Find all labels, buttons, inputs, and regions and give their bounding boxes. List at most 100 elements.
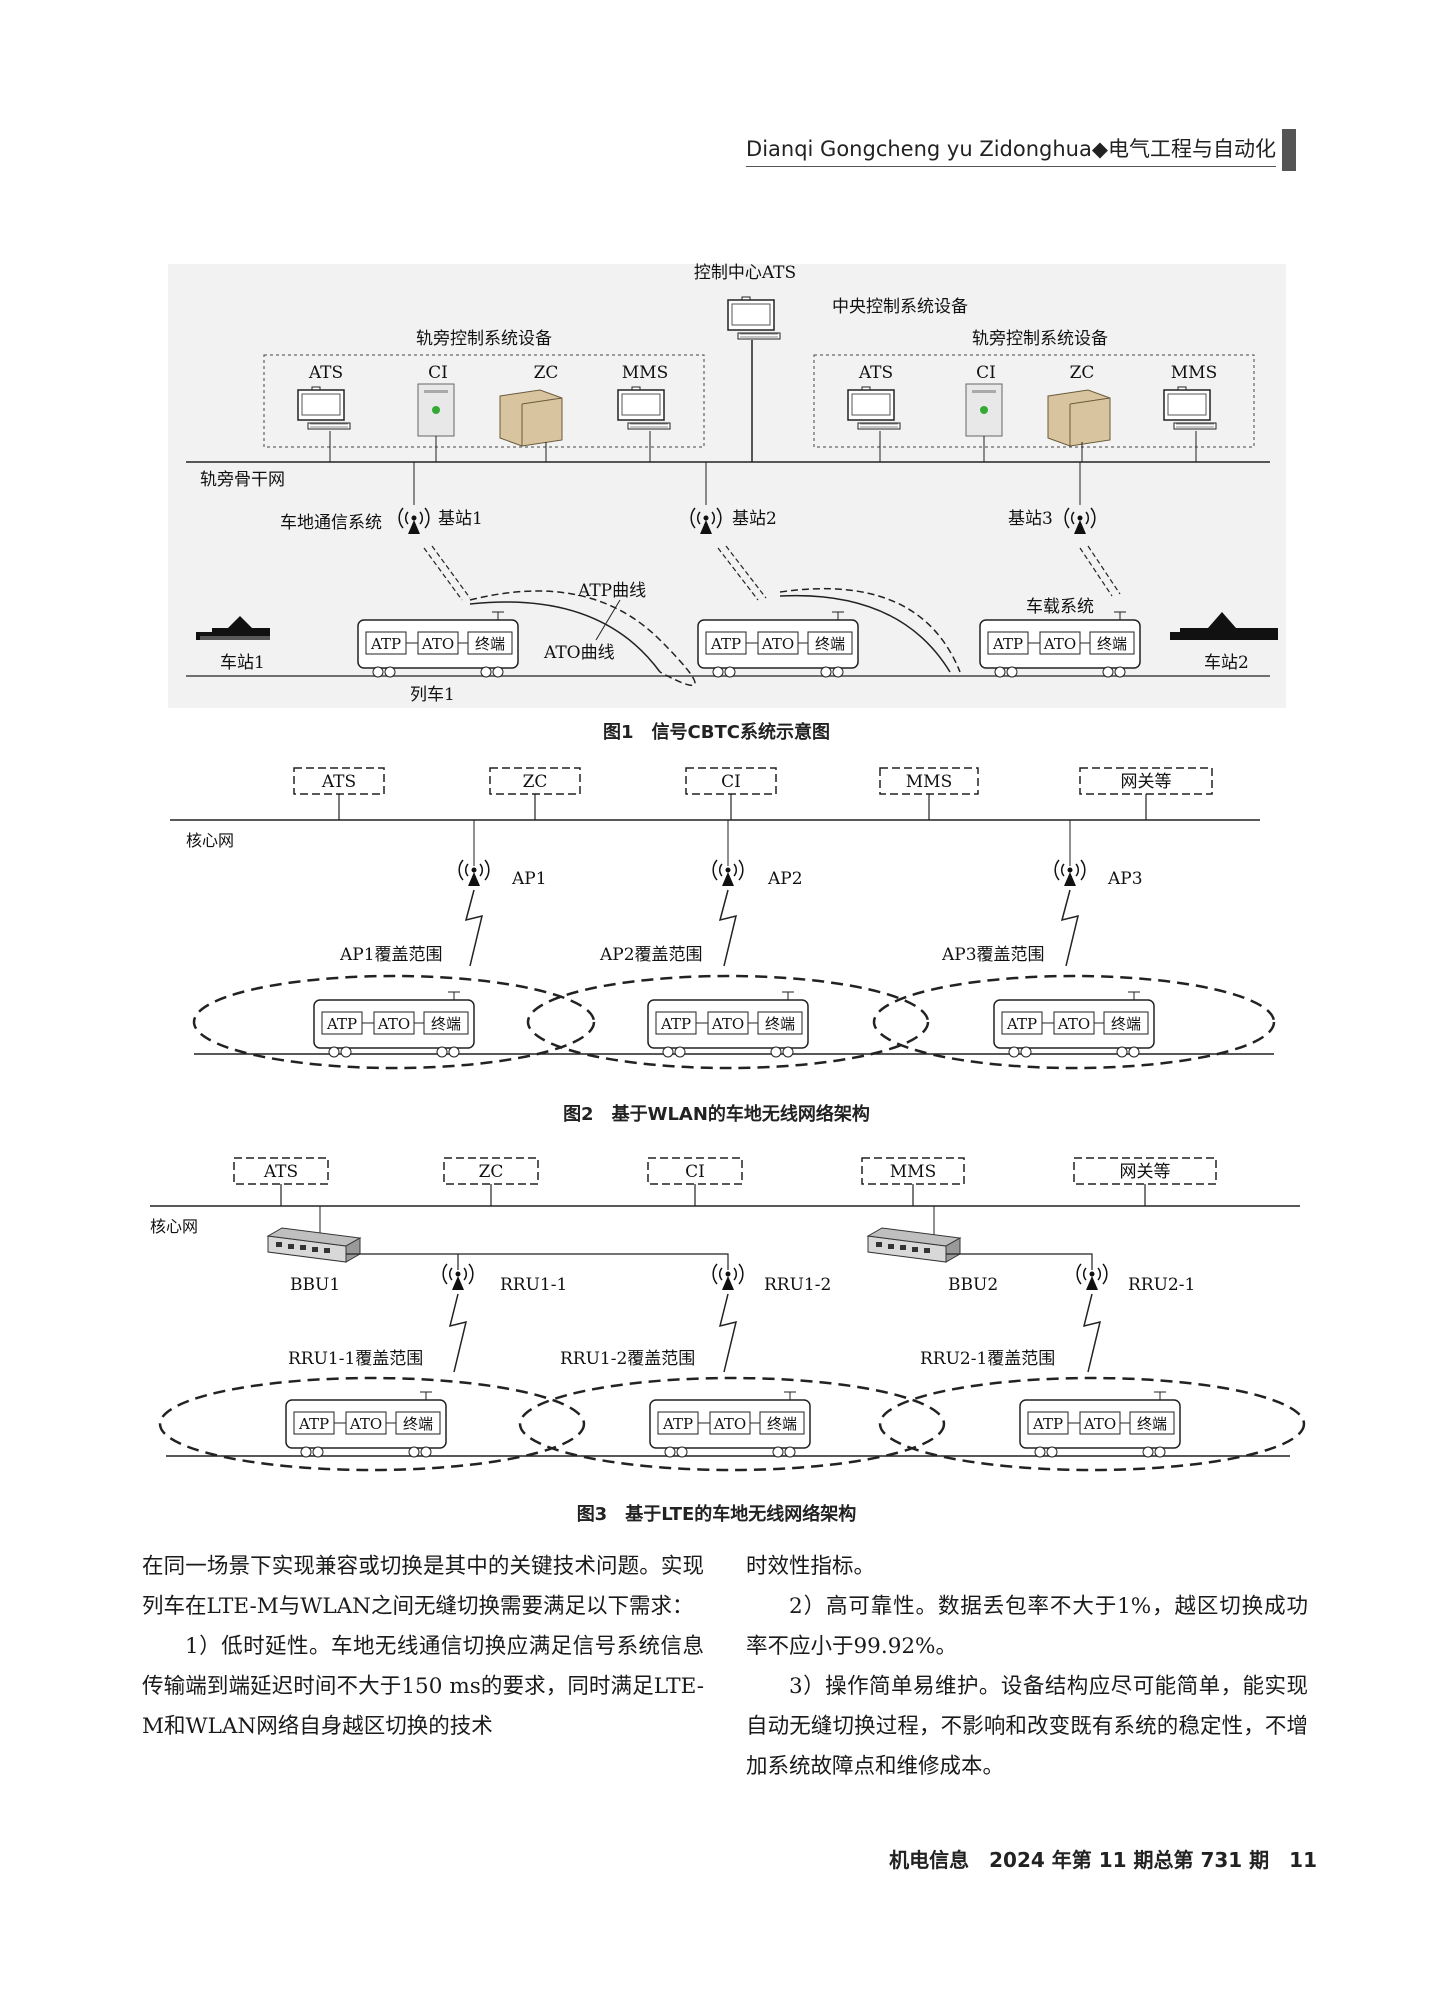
svg-text:ATO: ATO xyxy=(713,1415,746,1433)
fig1-ato-curve-label: ATO曲线 xyxy=(543,643,615,663)
train: ATP ATO 终端 xyxy=(979,611,1141,678)
fig1-train-1: 列车1 xyxy=(410,685,455,705)
fig3-rru2-1: RRU2-1 xyxy=(1128,1275,1195,1295)
fig1-central-equipment: 中央控制系统设备 xyxy=(832,297,968,317)
fig1-control-center: 控制中心ATS xyxy=(694,263,796,283)
svg-text:终端: 终端 xyxy=(403,1415,433,1433)
zc-server-icon xyxy=(1047,389,1111,447)
fig3-bbu2: BBU2 xyxy=(948,1275,998,1295)
fig3-coverage-ellipses xyxy=(158,1376,1306,1472)
body-paragraph: 2）高可靠性。数据丢包率不大于1%，越区切换成功率不应小于99.92%。 xyxy=(746,1594,1308,1659)
train: ATP ATO 终端 xyxy=(647,991,809,1058)
ato-curve xyxy=(469,601,661,673)
fig1-label-zc-r: ZC xyxy=(1070,363,1095,383)
svg-text:ATO: ATO xyxy=(377,1015,410,1033)
body-paragraph: 1）低时延性。车地无线通信切换应满足信号系统信息传输端到端延迟时间不大于150 … xyxy=(142,1634,704,1739)
ci-server-icon xyxy=(417,383,455,437)
svg-text:ATP: ATP xyxy=(370,635,401,653)
svg-text:ATO: ATO xyxy=(1043,635,1076,653)
fig3-lightning-links xyxy=(448,1293,1102,1373)
svg-text:ATO: ATO xyxy=(349,1415,382,1433)
body-right-column: 时效性指标。 2）高可靠性。数据丢包率不大于1%，越区切换成功率不应小于99.9… xyxy=(746,1547,1308,1787)
svg-text:ATP: ATP xyxy=(1006,1015,1037,1033)
fig2-box-zc: ZC xyxy=(523,772,548,792)
body-paragraph: 3）操作简单易维护。设备结构应尽可能简单，能实现自动无缝切换过程，不影响和改变既… xyxy=(746,1674,1308,1779)
fig2-coverage-3: AP3覆盖范围 xyxy=(941,945,1045,965)
svg-text:ATP: ATP xyxy=(992,635,1023,653)
svg-text:ATO: ATO xyxy=(421,635,454,653)
train: ATP ATO 终端 xyxy=(313,991,475,1058)
atp-curve xyxy=(469,590,696,687)
svg-text:终端: 终端 xyxy=(1111,1015,1141,1033)
fig1-station-2: 基站2 xyxy=(732,509,777,529)
zc-server-icon xyxy=(499,389,563,447)
fig1-radio-links xyxy=(423,545,1121,601)
train: ATP ATO 终端 xyxy=(357,611,519,678)
fig3-bbu1: BBU1 xyxy=(290,1275,340,1295)
fig1-wayside-box-right xyxy=(813,354,1255,448)
fig1-depot-2: 车站2 xyxy=(1204,653,1249,673)
fig3-box-zc: ZC xyxy=(479,1162,504,1182)
fig2-dashed-boxes xyxy=(293,767,1213,795)
header-bar xyxy=(1282,129,1296,171)
page-footer: 机电信息 2024 年第 11 期总第 731 期 11 xyxy=(889,1848,1317,1872)
fig3-rru1-2: RRU1-2 xyxy=(764,1275,831,1295)
fig1-label-ci-r: CI xyxy=(976,363,996,383)
fig1-label-zc: ZC xyxy=(534,363,559,383)
station-building-icon xyxy=(196,616,270,640)
body-left-column: 在同一场景下实现兼容或切换是其中的关键技术问题。实现列车在LTE-M与WLAN之… xyxy=(142,1547,704,1747)
fig1-label-mms-r: MMS xyxy=(1171,363,1217,383)
fig1-wayside-left: 轨旁控制系统设备 xyxy=(416,329,552,349)
fig2-coverage-2: AP2覆盖范围 xyxy=(599,945,703,965)
svg-text:终端: 终端 xyxy=(767,1415,797,1433)
fig2-box-ats: ATS xyxy=(321,772,356,792)
svg-text:ATO: ATO xyxy=(761,635,794,653)
svg-text:ATP: ATP xyxy=(298,1415,329,1433)
fig1-station-3: 基站3 xyxy=(1008,509,1053,529)
fig3-coverage-2: RRU1-2覆盖范围 xyxy=(560,1349,695,1369)
fig3-box-mms: MMS xyxy=(890,1162,936,1182)
fig1-backbone-label: 轨旁骨干网 xyxy=(200,470,285,490)
fig2-box-ci: CI xyxy=(721,772,741,792)
fig3-coverage-3: RRU2-1覆盖范围 xyxy=(920,1349,1055,1369)
fig3-box-ats: ATS xyxy=(263,1162,298,1182)
fig1-wayside-box-left xyxy=(263,354,705,448)
svg-text:终端: 终端 xyxy=(431,1015,461,1033)
fig1-depot-1: 车站1 xyxy=(220,653,265,673)
fig3-caption-title: 基于LTE的车地无线网络架构 xyxy=(625,1504,857,1525)
svg-text:ATP: ATP xyxy=(660,1015,691,1033)
fig1-atp-curve-label: ATP曲线 xyxy=(577,581,646,601)
fig1-station-1: 基站1 xyxy=(438,509,483,529)
train: ATP ATO 终端 xyxy=(993,991,1155,1058)
svg-text:终端: 终端 xyxy=(765,1015,795,1033)
bbu-switch-icon xyxy=(267,1227,361,1263)
svg-text:终端: 终端 xyxy=(815,635,845,653)
fig2-coverage-1: AP1覆盖范围 xyxy=(339,945,443,965)
ci-server-icon xyxy=(965,383,1003,437)
svg-text:终端: 终端 xyxy=(1137,1415,1167,1433)
fig3-rru1-1: RRU1-1 xyxy=(500,1275,567,1295)
train: ATP ATO 终端 xyxy=(649,1391,811,1458)
svg-text:ATO: ATO xyxy=(1057,1015,1090,1033)
fig2-box-gateway: 网关等 xyxy=(1121,772,1172,792)
fig2-caption-num: 图2 xyxy=(563,1104,594,1125)
figures: 控制中心ATS 中央控制系统设备 轨旁控制系统设备 轨旁控制系统设备 ATS C… xyxy=(150,263,1306,1472)
station-building-icon xyxy=(1170,612,1278,640)
svg-text:终端: 终端 xyxy=(475,635,505,653)
header-text: Dianqi Gongcheng yu Zidonghua◆电气工程与自动化 xyxy=(746,133,1276,167)
fig2-ap2: AP2 xyxy=(767,869,803,889)
fig3-box-gateway: 网关等 xyxy=(1120,1162,1171,1182)
fig1-comm-system: 车地通信系统 xyxy=(280,513,382,533)
fig2-core-label: 核心网 xyxy=(186,831,234,850)
svg-text:ATO: ATO xyxy=(711,1015,744,1033)
fig3-dashed-boxes xyxy=(233,1157,1217,1185)
fig3-box-ci: CI xyxy=(685,1162,705,1182)
body-paragraph: 时效性指标。 xyxy=(746,1554,876,1579)
fig1-caption-title: 信号CBTC系统示意图 xyxy=(651,722,830,743)
fig2-coverage-ellipses xyxy=(192,974,1276,1070)
fig1-label-ats: ATS xyxy=(308,363,343,383)
train: ATP ATO 终端 xyxy=(1019,1391,1181,1458)
fig2-box-mms: MMS xyxy=(906,772,952,792)
